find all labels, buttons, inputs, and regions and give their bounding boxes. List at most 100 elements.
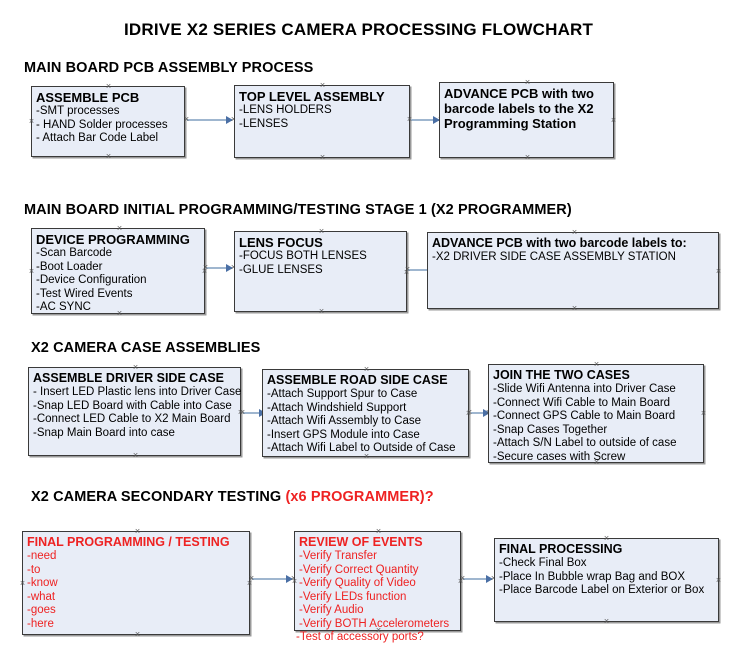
connection-handle-source[interactable] — [459, 575, 466, 582]
box-title: TOP LEVEL ASSEMBLY — [239, 89, 385, 104]
process-box-lens-focus[interactable]: LENS FOCUS -FOCUS BOTH LENSES -GLUE LENS… — [234, 231, 407, 312]
box-title: FINAL PROGRAMMING / TESTING — [27, 535, 230, 549]
connection-handle-source[interactable] — [466, 409, 473, 416]
box-title: REVIEW OF EVENTS — [299, 535, 423, 549]
connection-handle-source[interactable] — [202, 264, 209, 271]
box-title: ADVANCE PCB with two barcode labels to: — [432, 236, 687, 250]
box-line: - Insert LED Plastic lens into Driver Ca… — [33, 386, 242, 398]
connection-handle-top[interactable] — [603, 535, 610, 542]
connection-handle-right[interactable] — [715, 268, 722, 275]
connection-handle-top[interactable] — [319, 82, 326, 89]
connection-handle-source[interactable] — [183, 116, 190, 123]
section-heading-text: X2 CAMERA SECONDARY TESTING — [31, 489, 286, 505]
connector-assemble-pcb-to-top-level-assembly — [187, 116, 233, 124]
connection-handle-source[interactable] — [404, 266, 411, 273]
box-line: - HAND Solder processes — [36, 118, 168, 131]
connection-handle-right[interactable] — [715, 577, 722, 584]
box-line: -Verify LEDs function — [299, 590, 407, 603]
connection-handle-top[interactable] — [524, 79, 531, 86]
process-box-assemble-driver-side-case[interactable]: ASSEMBLE DRIVER SIDE CASE - Insert LED P… — [28, 367, 241, 456]
box-title: ASSEMBLE PCB — [36, 90, 140, 105]
connector-review-of-events-to-final-processing — [463, 575, 493, 583]
connection-handle-top[interactable] — [593, 361, 600, 368]
box-line: -Boot Loader — [36, 260, 103, 273]
box-line: -Verify Correct Quantity — [299, 563, 419, 576]
box-line: -Connect Wifi Cable to Main Board — [493, 396, 671, 409]
box-title: ASSEMBLE DRIVER SIDE CASE — [33, 371, 225, 385]
box-line: -Connect LED Cable to X2 Main Board — [33, 413, 231, 426]
connection-handle-bottom[interactable] — [318, 308, 325, 315]
connection-handle-bottom[interactable] — [132, 452, 139, 459]
connection-handle-bottom[interactable] — [134, 631, 141, 638]
connection-handle-top[interactable] — [134, 528, 141, 535]
connection-handle-top[interactable] — [571, 229, 578, 236]
box-line: -Attach Wifi Assembly to Case — [267, 415, 422, 428]
box-line: -Slide Wifi Antenna into Driver Case — [493, 383, 676, 395]
box-line: -goes — [27, 604, 56, 617]
connection-handle-left[interactable] — [19, 580, 26, 587]
review-of-events-overflow-line: -Test of accessory ports? — [296, 631, 424, 643]
connection-handle-bottom[interactable] — [524, 154, 531, 161]
box-line: -AC SYNC — [36, 301, 91, 314]
box-line: -Verify Quality of Video — [299, 577, 416, 590]
box-line: -Place In Bubble wrap Bag and BOX — [499, 570, 686, 583]
connection-handle-top[interactable] — [375, 528, 382, 535]
box-line: -here — [27, 617, 54, 630]
box-line: -Test Wired Events — [36, 287, 133, 300]
box-title: LENS FOCUS — [239, 235, 323, 250]
connection-handle-left[interactable] — [28, 118, 35, 125]
box-title: DEVICE PROGRAMMING — [36, 232, 190, 247]
process-box-advance-pcb-to-driver-side-case-station[interactable]: ADVANCE PCB with two barcode labels to: … — [427, 232, 719, 309]
connector-device-programming-to-lens-focus — [206, 264, 233, 272]
connection-handle-left[interactable] — [28, 268, 35, 275]
process-box-assemble-road-side-case[interactable]: ASSEMBLE ROAD SIDE CASE -Attach Support … — [262, 369, 469, 457]
box-line: -know — [27, 577, 58, 590]
box-line: -Attach Support Spur to Case — [267, 388, 418, 400]
section-heading-x2-camera-secondary-testing: X2 CAMERA SECONDARY TESTING (x6 PROGRAMM… — [31, 489, 434, 505]
box-line: -Attach Windshield Support — [267, 401, 407, 414]
box-line: -Insert GPS Module into Case — [267, 428, 420, 441]
page-title: IDRIVE X2 SERIES CAMERA PROCESSING FLOWC… — [124, 20, 594, 39]
connection-handle-top[interactable] — [318, 228, 325, 235]
box-line: -Verify BOTH Accelerometers — [299, 617, 450, 630]
process-box-assemble-pcb[interactable]: ASSEMBLE PCB -SMT processes - HAND Solde… — [31, 86, 185, 157]
process-box-review-of-events[interactable]: REVIEW OF EVENTS -Verify Transfer -Verif… — [294, 531, 461, 631]
box-title: ASSEMBLE ROAD SIDE CASE — [267, 373, 448, 387]
connection-handle-top[interactable] — [132, 364, 139, 371]
connection-handle-source[interactable] — [239, 409, 246, 416]
connection-handle-bottom[interactable] — [105, 153, 112, 160]
connection-handle-right[interactable] — [700, 410, 707, 417]
box-line: -Verify Transfer — [299, 550, 377, 562]
box-title: JOIN THE TWO CASES — [493, 368, 630, 382]
process-box-device-programming[interactable]: DEVICE PROGRAMMING -Scan Barcode -Boot L… — [31, 228, 205, 314]
process-box-final-processing[interactable]: FINAL PROCESSING -Check Final Box -Place… — [494, 538, 719, 622]
process-box-top-level-assembly[interactable]: TOP LEVEL ASSEMBLY -LENS HOLDERS -LENSES — [234, 85, 410, 158]
box-line: -what — [27, 590, 56, 603]
connection-handle-bottom[interactable] — [603, 618, 610, 625]
connection-handle-top[interactable] — [116, 225, 123, 232]
box-line: -LENSES — [239, 117, 289, 130]
connection-handle-bottom[interactable] — [363, 453, 370, 460]
box-line: -Attach S/N Label to outside of case — [493, 437, 677, 450]
connection-handle-bottom[interactable] — [319, 154, 326, 161]
section-heading-x2-camera-case-assemblies: X2 CAMERA CASE ASSEMBLIES — [31, 340, 261, 356]
process-box-final-programming-testing[interactable]: FINAL PROGRAMMING / TESTING -need -to -k… — [22, 531, 250, 635]
connection-handle-bottom[interactable] — [571, 305, 578, 312]
connection-handle-source[interactable] — [248, 575, 255, 582]
connector-final-programming-to-review-of-events — [252, 575, 293, 583]
box-line: -FOCUS BOTH LENSES — [239, 250, 367, 262]
connection-handle-left[interactable] — [291, 578, 298, 585]
connection-handle-top[interactable] — [363, 366, 370, 373]
box-line: -LENS HOLDERS — [239, 104, 332, 116]
connection-handle-bottom[interactable] — [593, 459, 600, 466]
connection-handle-source[interactable] — [406, 116, 413, 123]
connection-handle-bottom[interactable] — [116, 310, 123, 317]
process-box-join-the-two-cases[interactable]: JOIN THE TWO CASES -Slide Wifi Antenna i… — [488, 364, 704, 463]
connection-handle-top[interactable] — [105, 83, 112, 90]
connection-handle-right[interactable] — [610, 117, 617, 124]
process-box-advance-pcb-to-x2-programming-station[interactable]: ADVANCE PCB with two barcode labels to t… — [439, 82, 614, 158]
box-line: -Device Configuration — [36, 274, 147, 287]
box-line: - Attach Bar Code Label — [36, 132, 159, 145]
box-line: -Snap Cases Together — [493, 423, 608, 436]
section-heading-main-board-initial-programming: MAIN BOARD INITIAL PROGRAMMING/TESTING S… — [24, 202, 572, 218]
